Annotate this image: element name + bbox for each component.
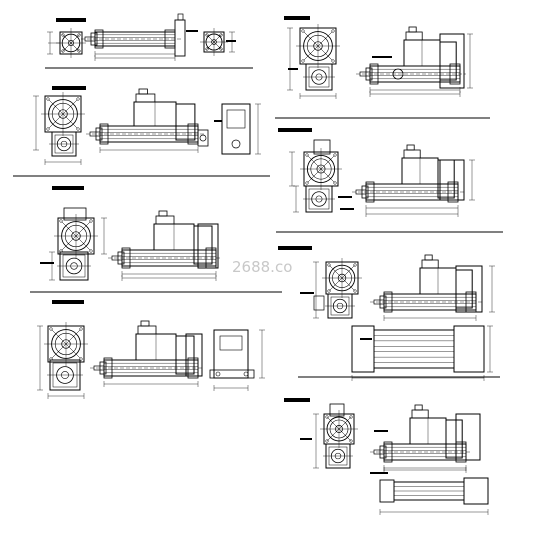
figure-title-bar-3	[52, 186, 84, 190]
figure-5	[287, 24, 473, 99]
figure-1	[47, 13, 236, 61]
figure-3	[40, 207, 222, 281]
figure-title-bar-6	[278, 128, 312, 132]
figure-title-bar-7	[278, 246, 312, 250]
separator-lines	[13, 67, 503, 378]
figure-title-bar-4	[52, 300, 84, 304]
figure-title-bar-8	[284, 398, 310, 402]
figure-title-bar-5	[284, 16, 310, 20]
figure-7	[300, 254, 495, 381]
figure-2	[33, 88, 261, 165]
line-art	[13, 13, 503, 515]
figure-title-bar-2	[52, 86, 86, 90]
figure-4	[37, 320, 265, 399]
figure-title-bar-1	[56, 18, 86, 22]
figure-8	[300, 403, 489, 515]
watermark-text: 2688.co	[232, 258, 292, 276]
figure-6	[289, 139, 475, 217]
